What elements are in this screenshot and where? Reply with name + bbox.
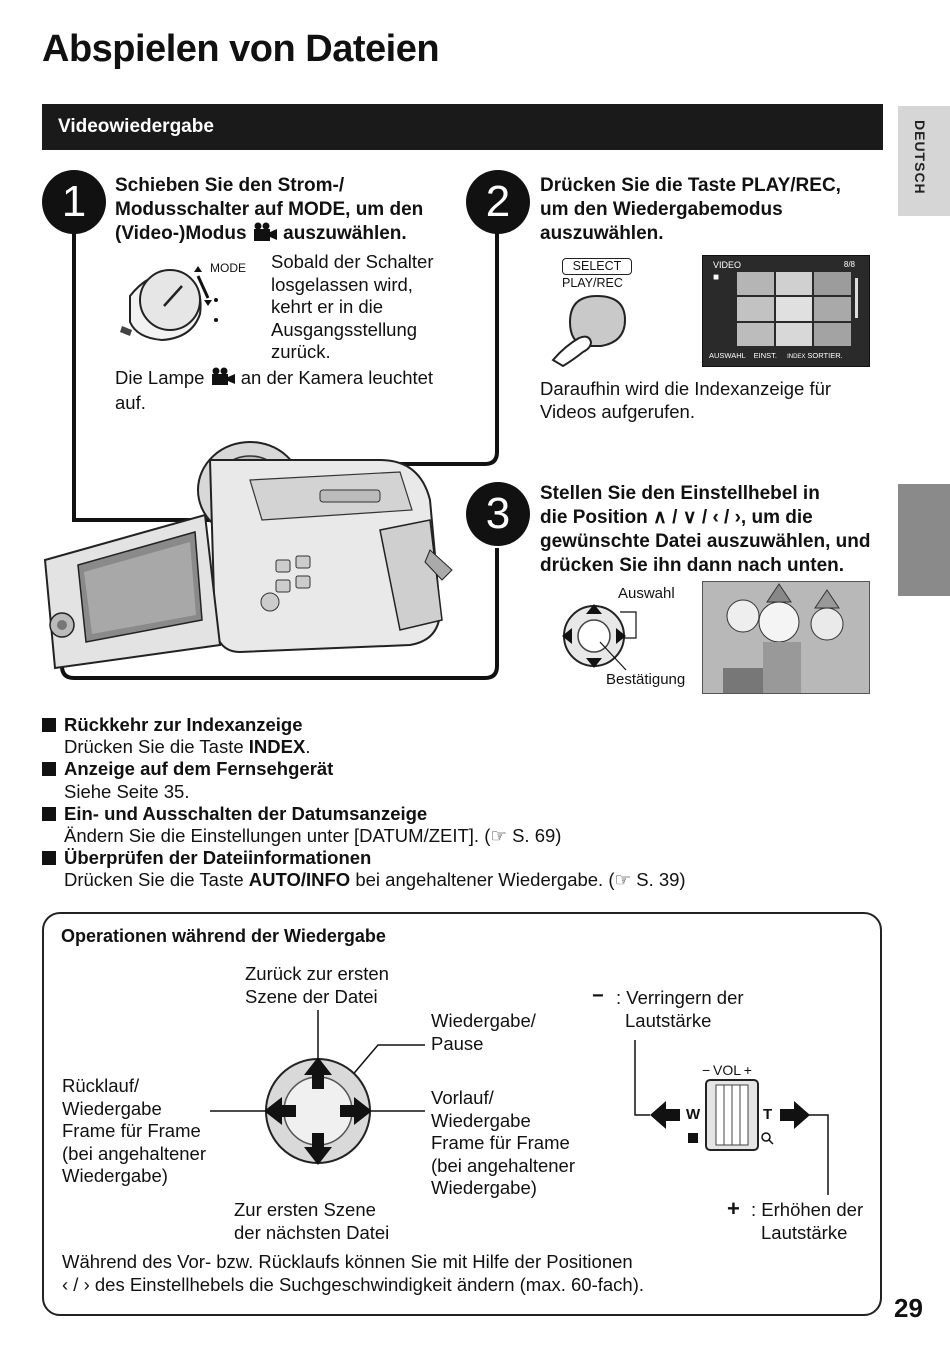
result-line: Videos aufgerufen.	[540, 400, 695, 422]
step-3-title-line: gewünschte Datei auszuwählen, und	[540, 531, 871, 552]
screen-counter: 8/8	[843, 260, 855, 269]
zoom-lever-diagram	[634, 1040, 829, 1195]
step-1-note: Sobald der Schalter losgelassen wird, ke…	[271, 251, 471, 364]
result-line: Daraufhin wird die Indexanzeige für	[540, 378, 832, 399]
play-rec-label: PLAY/REC	[562, 276, 623, 290]
step-3-title: Stellen Sie den Einstellhebel in die Pos…	[540, 482, 890, 578]
screen-footer-select: AUSWAHL	[709, 351, 746, 360]
tip-heading: Rückkehr zur Indexanzeige	[42, 714, 802, 736]
step-2-title-line: um den Wiedergabemodus	[540, 199, 783, 220]
step-1-title-post: auszuwählen.	[283, 223, 407, 244]
playback-image-cartoon	[703, 582, 869, 693]
section-header: Videowiedergabe	[42, 104, 883, 150]
vol-w-label: W	[686, 1106, 701, 1123]
chapter-tab	[898, 484, 950, 596]
vol-minus-symbol: −	[592, 985, 604, 1007]
operations-footer: Während des Vor- bzw. Rücklaufs können S…	[62, 1251, 645, 1295]
thumbnail[interactable]	[737, 322, 774, 346]
playback-image	[702, 581, 870, 694]
screen-video-label: VIDEO	[713, 260, 742, 270]
operation-lever-diagram	[210, 1010, 425, 1165]
play-rec-button-illustration	[551, 294, 627, 368]
note-line: zurück.	[271, 341, 331, 362]
step-3-title-line: drücken Sie ihn dann nach unten.	[540, 555, 845, 576]
screen-footer-settings: EINST.	[753, 351, 777, 360]
step-3-title-line: die Position ∧ / ∨ / ‹ / ›, um die	[540, 507, 813, 528]
tip-text: Ändern Sie die Einstellungen unter [DATU…	[64, 825, 562, 847]
lamp-text-pre: Die Lampe	[115, 367, 205, 388]
step-1-title-pre: (Video-)Modus	[115, 223, 247, 244]
language-tab: DEUTSCH	[898, 106, 950, 216]
step-1-title-line: (Video-)Modus auszuwählen.	[115, 222, 465, 249]
note-line: losgelassen wird,	[271, 273, 413, 295]
tip-text: Drücken Sie die Taste INDEX.	[64, 736, 311, 758]
language-label: DEUTSCH	[912, 120, 928, 195]
select-label: Auswahl	[618, 585, 675, 602]
confirm-label: Bestätigung	[606, 671, 686, 688]
tip-text: Siehe Seite 35.	[64, 780, 190, 802]
camera-illustration	[43, 441, 453, 670]
vol-label: − VOL +	[702, 1062, 752, 1078]
set-lever-illustration	[562, 604, 637, 671]
step-1-title: Schieben Sie den Strom-/ Modusschalter a…	[115, 174, 465, 249]
operations-panel	[42, 912, 882, 1316]
tip-heading: Überprüfen der Dateiinformationen	[42, 847, 802, 869]
step-2-title-line: auszuwählen.	[540, 223, 664, 244]
thumbnail[interactable]	[814, 297, 851, 321]
tip-heading: Ein- und Ausschalten der Datumsanzeige	[42, 803, 802, 825]
step-1-lamp-text: Die Lampe an der Kamera leuchtet auf.	[115, 367, 475, 414]
thumbnail[interactable]	[775, 297, 813, 321]
note-line: Sobald der Schalter	[271, 251, 434, 272]
lamp-text-line2: auf.	[115, 391, 146, 413]
page-number: 29	[894, 1293, 923, 1323]
step-2-result: Daraufhin wird die Indexanzeige für Vide…	[540, 378, 880, 423]
step-1-number: 1	[42, 170, 106, 234]
step-1-title-line: Schieben Sie den Strom-/	[115, 175, 345, 196]
step-3-title-line: Stellen Sie den Einstellhebel in	[540, 483, 820, 504]
tip-text: Drücken Sie die Taste AUTO/INFO bei ange…	[64, 869, 686, 891]
screen-scrollbar	[855, 278, 858, 318]
op-center-text: Wiedergabe/Pause	[431, 1010, 536, 1054]
screen-footer-index: INDEX	[787, 354, 806, 360]
thumbnail[interactable]	[814, 322, 851, 346]
lamp-text-post: an der Kamera leuchtet	[240, 367, 434, 388]
video-mode-icon	[252, 222, 278, 249]
vol-plus-symbol: +	[727, 1196, 740, 1221]
step-3-number: 3	[466, 482, 530, 546]
screen-video-icon: ■	[713, 272, 720, 283]
mode-dial-illustration	[120, 266, 218, 342]
vol-t-label: T	[763, 1106, 773, 1123]
screen-footer-sort: SORTIER.	[807, 351, 843, 360]
note-line: Ausgangsstellung	[271, 318, 418, 340]
operations-title: Operationen während der Wiedergabe	[61, 926, 386, 946]
thumbnail[interactable]	[737, 297, 774, 321]
mode-label: MODE	[210, 261, 246, 275]
step-2-title: Drücken Sie die Taste PLAY/REC, um den W…	[540, 174, 885, 246]
tips-list: Rückkehr zur Indexanzeige Drücken Sie di…	[42, 714, 802, 892]
step-2-title-line: Drücken Sie die Taste PLAY/REC,	[540, 175, 841, 196]
section-title: Videowiedergabe	[58, 116, 214, 137]
select-button-label: SELECT	[562, 258, 632, 275]
video-lamp-icon	[210, 367, 236, 392]
thumbnail[interactable]	[775, 272, 813, 296]
step-2-number: 2	[466, 170, 530, 234]
page-title: Abspielen von Dateien	[42, 28, 440, 70]
thumbnail-grid	[737, 272, 851, 346]
note-line: kehrt er in die	[271, 296, 384, 317]
tip-heading: Anzeige auf dem Fernsehgerät	[42, 758, 802, 780]
thumbnail[interactable]	[737, 272, 774, 296]
step-1-title-line: Modusschalter auf MODE, um den	[115, 199, 424, 220]
thumbnail[interactable]	[775, 322, 813, 346]
thumbnail[interactable]	[814, 272, 851, 296]
